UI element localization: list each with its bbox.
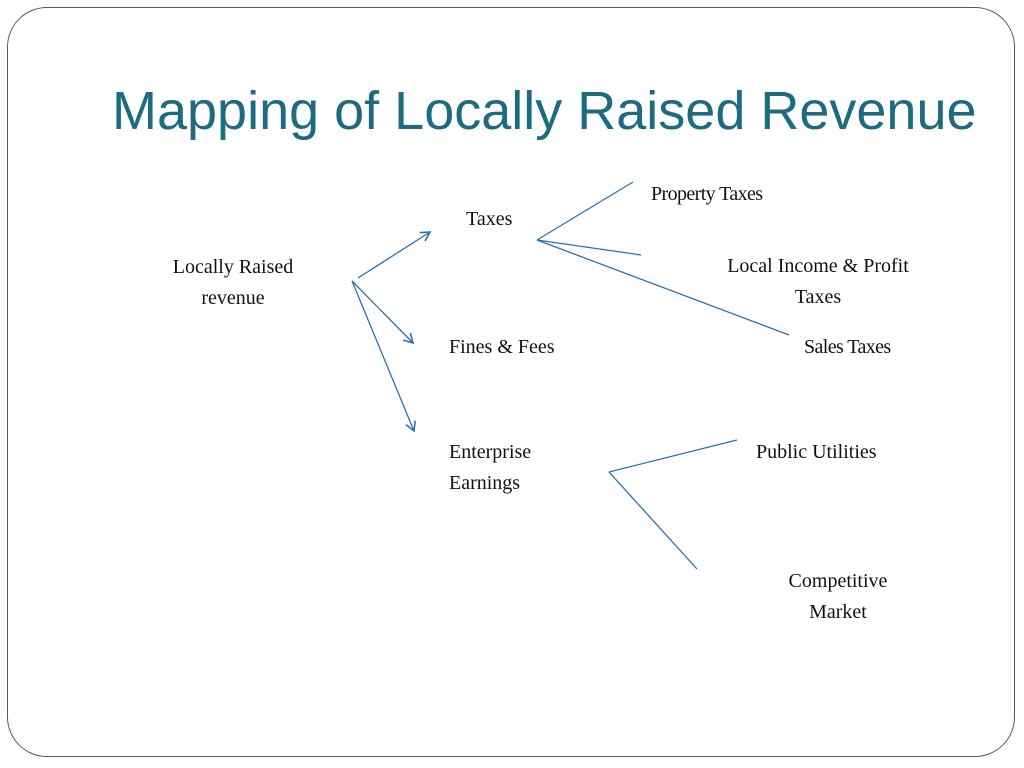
- slide-frame: [7, 7, 1015, 757]
- line-taxes-to-property: [536, 181, 634, 241]
- node-public-utilities-label: Public Utilities: [756, 441, 877, 463]
- slide-title: Mapping of Locally Raised Revenue: [112, 81, 977, 141]
- node-taxes-label: Taxes: [466, 208, 513, 230]
- node-enterprise-earnings: Enterprise Earnings: [449, 437, 531, 499]
- node-competitive-market: Competitive Market: [768, 566, 908, 628]
- node-sales-taxes-label: Sales Taxes: [804, 336, 891, 358]
- node-local-income-line1: Local Income & Profit: [727, 255, 909, 277]
- node-locally-raised-revenue-line2: revenue: [201, 287, 265, 309]
- node-enterprise-earnings-line1: Enterprise: [449, 441, 532, 463]
- node-property-taxes-label: Property Taxes: [651, 183, 763, 205]
- node-enterprise-earnings-line2: Earnings: [449, 472, 521, 494]
- arrow-root-to-taxes: [357, 231, 432, 279]
- node-fines-fees-label: Fines & Fees: [449, 336, 555, 358]
- node-locally-raised-revenue-line1: Locally Raised: [172, 256, 294, 278]
- line-taxes-to-local-income: [536, 239, 642, 256]
- arrow-root-to-enterprise: [351, 280, 416, 433]
- node-fines-fees: Fines & Fees: [449, 332, 555, 363]
- node-competitive-market-line2: Market: [809, 601, 867, 623]
- line-taxes-to-sales: [536, 239, 790, 336]
- node-locally-raised-revenue: Locally Raised revenue: [158, 252, 308, 314]
- node-sales-taxes: Sales Taxes: [804, 332, 891, 363]
- node-local-income-profit-taxes: Local Income & Profit Taxes: [708, 251, 928, 313]
- node-local-income-line2: Taxes: [794, 286, 842, 308]
- node-competitive-market-line1: Competitive: [788, 570, 888, 592]
- line-enterprise-to-competitive: [608, 471, 698, 570]
- node-taxes: Taxes: [466, 204, 512, 235]
- line-enterprise-to-utilities: [608, 439, 738, 473]
- node-public-utilities: Public Utilities: [756, 437, 877, 468]
- node-property-taxes: Property Taxes: [651, 179, 763, 210]
- arrow-root-to-fines-fees: [351, 280, 415, 345]
